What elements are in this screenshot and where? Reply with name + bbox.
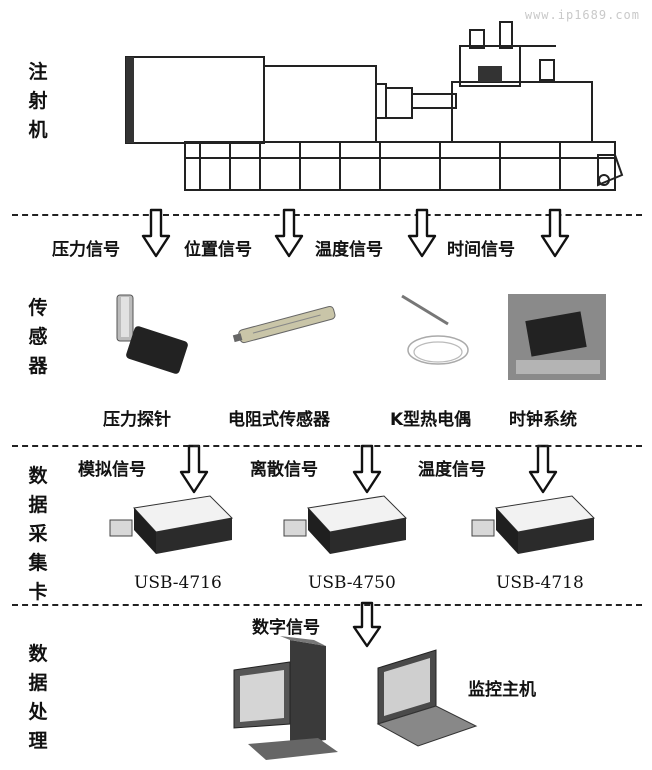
sensor-resistive: 电阻式传感器 <box>228 410 330 430</box>
signal-digital: 数字信号 <box>252 618 320 638</box>
stage-label-sensors: 传 感 器 <box>28 297 48 377</box>
stage-separator-3 <box>12 604 642 606</box>
arrow-down-icon <box>528 444 558 494</box>
arrow-down-icon <box>352 601 382 648</box>
laptop-icon <box>376 649 478 747</box>
pressure-probe-image <box>116 294 188 374</box>
injection-machine-illustration <box>125 21 624 191</box>
signal-discrete: 离散信号 <box>250 460 318 480</box>
daq-card-4718-image <box>471 495 596 554</box>
stage-label-daq: 数 据 采 集 卡 <box>28 465 48 603</box>
watermark: www.ip1689.com <box>524 8 640 22</box>
sensor-clock: 时钟系统 <box>509 410 577 430</box>
stage-label-processing: 数 据 处 理 <box>28 643 48 752</box>
signal-analog: 模拟信号 <box>78 460 146 480</box>
stage-separator-2 <box>12 445 642 447</box>
stage-separator-1 <box>12 214 642 216</box>
signal-temperature-daq: 温度信号 <box>418 460 486 480</box>
clock-chip-image <box>508 294 606 380</box>
arrow-down-icon <box>141 208 171 258</box>
arrow-down-icon <box>540 208 570 258</box>
daq-model-4716: USB-4716 <box>134 573 222 593</box>
signal-pressure: 压力信号 <box>52 240 120 260</box>
arrow-down-icon <box>352 444 382 494</box>
monitor-host-label: 监控主机 <box>468 680 536 700</box>
sensor-pressure-probe: 压力探针 <box>103 410 171 430</box>
daq-card-4750-image <box>283 495 408 554</box>
resistive-sensor-image <box>232 305 336 344</box>
arrow-down-icon <box>274 208 304 258</box>
arrow-down-icon <box>407 208 437 258</box>
stage-label-injection-machine: 注 射 机 <box>28 61 48 141</box>
arrow-down-icon <box>179 444 209 494</box>
sensor-thermocouple: K型热电偶 <box>390 410 472 430</box>
desktop-computer-icon <box>233 636 338 760</box>
thermocouple-image <box>401 294 469 365</box>
daq-model-4718: USB-4718 <box>496 573 584 593</box>
daq-card-4716-image <box>109 495 234 554</box>
signal-time: 时间信号 <box>447 240 515 260</box>
signal-position: 位置信号 <box>184 240 252 260</box>
daq-model-4750: USB-4750 <box>308 573 396 593</box>
signal-temperature: 温度信号 <box>315 240 383 260</box>
